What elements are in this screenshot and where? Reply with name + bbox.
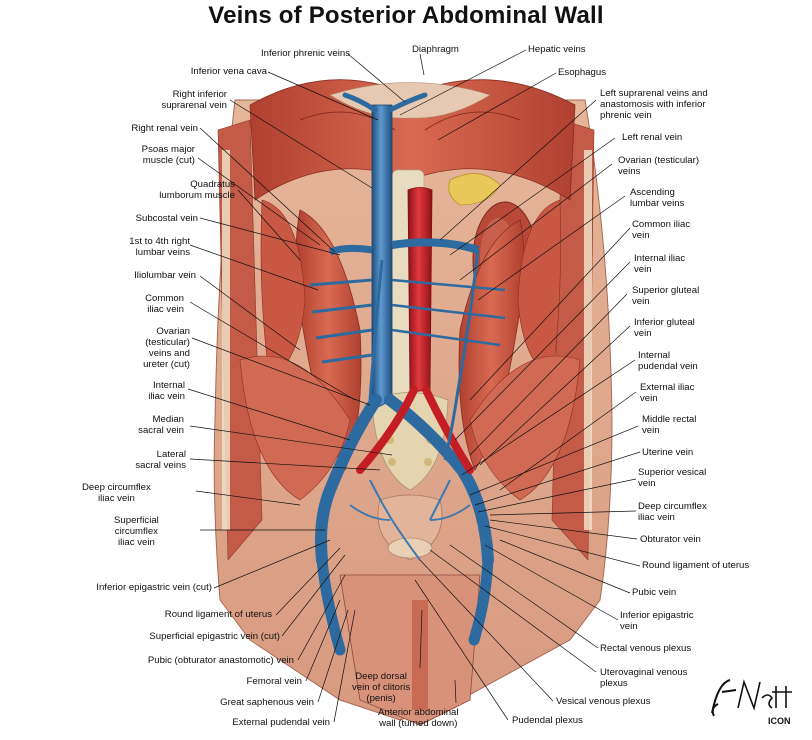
label-uterine-vein: Uterine vein bbox=[642, 447, 694, 458]
label-common-iliac-vein-right: Common iliac vein bbox=[632, 219, 691, 241]
label-deep-dorsal-vein: Deep dorsal vein of clitoris (penis) bbox=[352, 671, 411, 704]
label-uterovaginal-venous-plexus: Uterovaginal venous plexus bbox=[600, 667, 688, 689]
label-lateral-sacral-veins: Lateral sacral veins bbox=[135, 449, 186, 471]
label-pudendal-plexus: Pudendal plexus bbox=[512, 715, 583, 726]
label-superior-gluteal-vein: Superior gluteal vein bbox=[632, 285, 700, 307]
label-pubic-vein: Pubic vein bbox=[632, 587, 677, 598]
label-right-lumbar-veins: 1st to 4th right lumbar veins bbox=[129, 236, 190, 258]
quadratus-right bbox=[517, 199, 561, 381]
label-esophagus: Esophagus bbox=[558, 67, 607, 78]
label-ascending-lumbar-veins: Ascending lumbar veins bbox=[630, 187, 685, 209]
label-deep-circumflex-iliac-vein-right: Deep circumflex iliac vein bbox=[638, 501, 707, 523]
netter-signature: ICON bbox=[711, 679, 792, 726]
iliacus-left bbox=[239, 355, 351, 501]
label-right-renal-vein: Right renal vein bbox=[131, 123, 198, 134]
label-superficial-circumflex-iliac-vein: Superficial circumflex iliac vein bbox=[114, 515, 159, 548]
label-common-iliac-vein-left: Common iliac vein bbox=[145, 293, 184, 315]
label-vesical-venous-plexus: Vesical venous plexus bbox=[556, 696, 651, 707]
label-internal-iliac-vein-left: Internal iliac vein bbox=[148, 380, 185, 402]
label-ovarian-veins-right: Ovarian (testicular) veins bbox=[618, 155, 700, 177]
abdominal-aorta bbox=[407, 187, 433, 393]
label-great-saphenous-vein: Great saphenous vein bbox=[220, 697, 314, 708]
label-pubic-obturator-vein: Pubic (obturator anastomotic) vein bbox=[147, 655, 294, 666]
label-diaphragm: Diaphragm bbox=[412, 44, 459, 55]
svg-text:ICON: ICON bbox=[768, 716, 791, 726]
leader-lines bbox=[187, 49, 641, 723]
femoral-vein-right bbox=[468, 554, 494, 646]
label-external-iliac-vein: External iliac vein bbox=[640, 382, 695, 404]
left-renal-vein bbox=[391, 238, 480, 254]
label-inferior-epigastric-vein-right: Inferior epigastric vein bbox=[620, 610, 694, 632]
label-psoas-major: Psoas major muscle (cut) bbox=[141, 144, 195, 166]
label-subcostal-vein: Subcostal vein bbox=[135, 213, 198, 224]
label-superficial-epigastric-vein-cut: Superficial epigastric vein (cut) bbox=[149, 631, 280, 642]
common-iliac-right bbox=[384, 394, 494, 566]
label-rectal-venous-plexus: Rectal venous plexus bbox=[600, 643, 692, 654]
label-internal-iliac-vein-right: Internal iliac vein bbox=[634, 253, 686, 275]
label-hepatic-veins: Hepatic veins bbox=[528, 44, 586, 55]
label-median-sacral-vein: Median sacral vein bbox=[138, 414, 184, 436]
label-internal-pudendal-vein: Internal pudendal vein bbox=[638, 350, 698, 372]
label-right-inferior-suprarenal-vein: Right inferior suprarenal vein bbox=[161, 89, 227, 111]
label-external-pudendal-vein: External pudendal vein bbox=[232, 717, 330, 728]
common-iliac-left bbox=[315, 394, 382, 566]
label-superior-vesical-vein: Superior vesical vein bbox=[638, 467, 707, 489]
label-middle-rectal-vein: Middle rectal vein bbox=[642, 414, 697, 436]
label-anterior-abdominal-wall: Anterior abdominal wall (turned down) bbox=[378, 707, 459, 729]
iliacus-right bbox=[469, 355, 581, 501]
label-inferior-vena-cava: Inferior vena cava bbox=[190, 66, 267, 77]
label-deep-circumflex-iliac-vein-left: Deep circumflex iliac vein bbox=[82, 482, 151, 504]
diaphragm-shape bbox=[249, 79, 576, 201]
label-round-ligament-left: Round ligament of uterus bbox=[164, 609, 272, 620]
label-iliolumbar-vein: Iliolumbar vein bbox=[134, 270, 196, 281]
label-inferior-phrenic-veins: Inferior phrenic veins bbox=[260, 48, 350, 59]
quadratus-left bbox=[260, 199, 306, 381]
figure-title: Veins of Posterior Abdominal Wall bbox=[208, 2, 604, 29]
label-round-ligament-right: Round ligament of uterus bbox=[642, 560, 750, 571]
anterior-wall-flap bbox=[339, 574, 481, 726]
label-inferior-epigastric-vein-cut: Inferior epigastric vein (cut) bbox=[96, 582, 212, 593]
label-quadratus-lumborum: Quadratus lumborum muscle bbox=[159, 179, 235, 201]
label-left-renal-vein: Left renal vein bbox=[622, 132, 683, 143]
label-femoral-vein: Femoral vein bbox=[246, 676, 302, 687]
inferior-vena-cava bbox=[371, 104, 393, 411]
label-obturator-vein: Obturator vein bbox=[640, 534, 701, 545]
label-inferior-gluteal-vein: Inferior gluteal vein bbox=[634, 317, 695, 339]
label-left-suprarenal-veins: Left suprarenal veins and anastomosis wi… bbox=[600, 88, 708, 121]
femoral-vein-left bbox=[316, 554, 346, 656]
right-renal-vein bbox=[328, 244, 373, 256]
label-ovarian-veins-ureter: Ovarian (testicular) veins and ureter (c… bbox=[143, 326, 190, 370]
